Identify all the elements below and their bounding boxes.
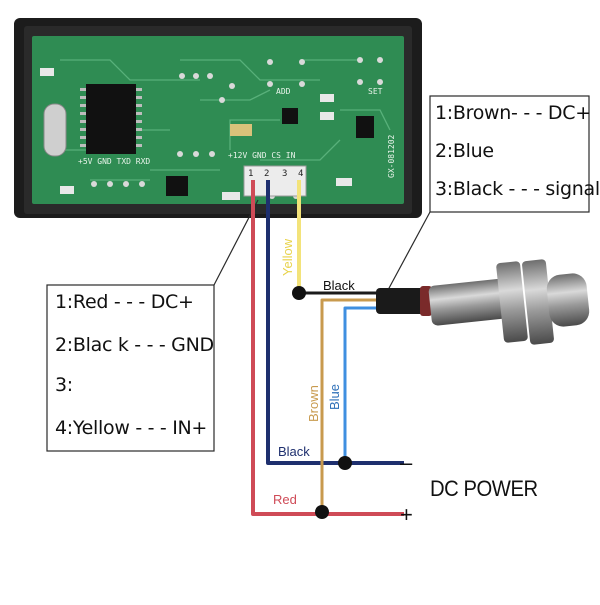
positive-junction-dot [315,505,329,519]
left-legend-line-3: 3: [55,374,73,396]
sensor-nut-2 [522,259,554,345]
pcb-board [32,36,404,204]
header-pin-1: 1 [248,169,253,179]
red-wire-label: Red [273,492,297,507]
right-legend-line-3: 3:Black - - - signal [435,178,600,200]
right-legend-line-1: 1:Brown- - - DC+ [435,102,591,124]
negative-junction-dot [338,456,352,470]
silk-add-label: ADD [276,87,291,96]
left-legend-line-1: 1:Red - - - DC+ [55,291,194,313]
right-legend-box [429,95,590,213]
silk-model-label: GX-081202 [387,134,396,178]
right-legend-line-2: 2:Blue [435,140,494,162]
left-leader-line [213,199,259,286]
blue-wire-label: Blue [327,384,342,410]
right-leader-line [387,211,431,291]
brown-wire-label: Brown [306,385,321,422]
black-wire-power [266,180,345,465]
main-ic-chip [86,84,136,154]
smd-component [40,68,54,76]
brown-wire [320,298,380,512]
sensor-body [428,278,512,326]
yellow-wire-label: Yellow [280,238,295,276]
header-pin-4: 4 [298,169,303,179]
proximity-sensor [376,259,590,345]
pcb-traces [60,59,391,181]
ic-pins [80,88,142,147]
left-legend-line-4: 4:Yellow - - - IN+ [55,417,208,439]
silk-io-label: +12V GND CS IN [228,151,296,160]
dc-power-label: DC POWER [430,476,538,501]
silk-uart-label: +5V GND TXD RXD [78,157,150,166]
sensor-nut-1 [496,261,528,343]
black-signal-wire-label: Black [323,278,355,293]
left-legend-line-2: 2:Blac k - - - GND [55,334,214,356]
header-pin-2: 2 [264,169,269,179]
wires [251,180,404,516]
blue-wire [343,306,382,460]
negative-terminal-symbol: – [400,450,413,475]
positive-terminal-symbol: + [400,502,413,527]
crystal-oscillator [43,103,67,157]
regulator-chip [166,176,188,196]
left-legend-box [46,284,215,452]
red-wire [251,180,404,516]
silk-set-label: SET [368,87,383,96]
resistor [230,124,252,136]
black-power-wire-label: Black [278,444,310,459]
sensor-chip [356,116,374,138]
display-module: +5V GND TXD RXD +12V GND CS IN ADD SET G… [14,18,422,218]
signal-junction-dot [292,286,306,300]
transistor [282,108,298,124]
sensor-head [546,273,590,327]
header-pin-3: 3 [282,169,287,179]
sensor-cable-boot [376,288,424,314]
